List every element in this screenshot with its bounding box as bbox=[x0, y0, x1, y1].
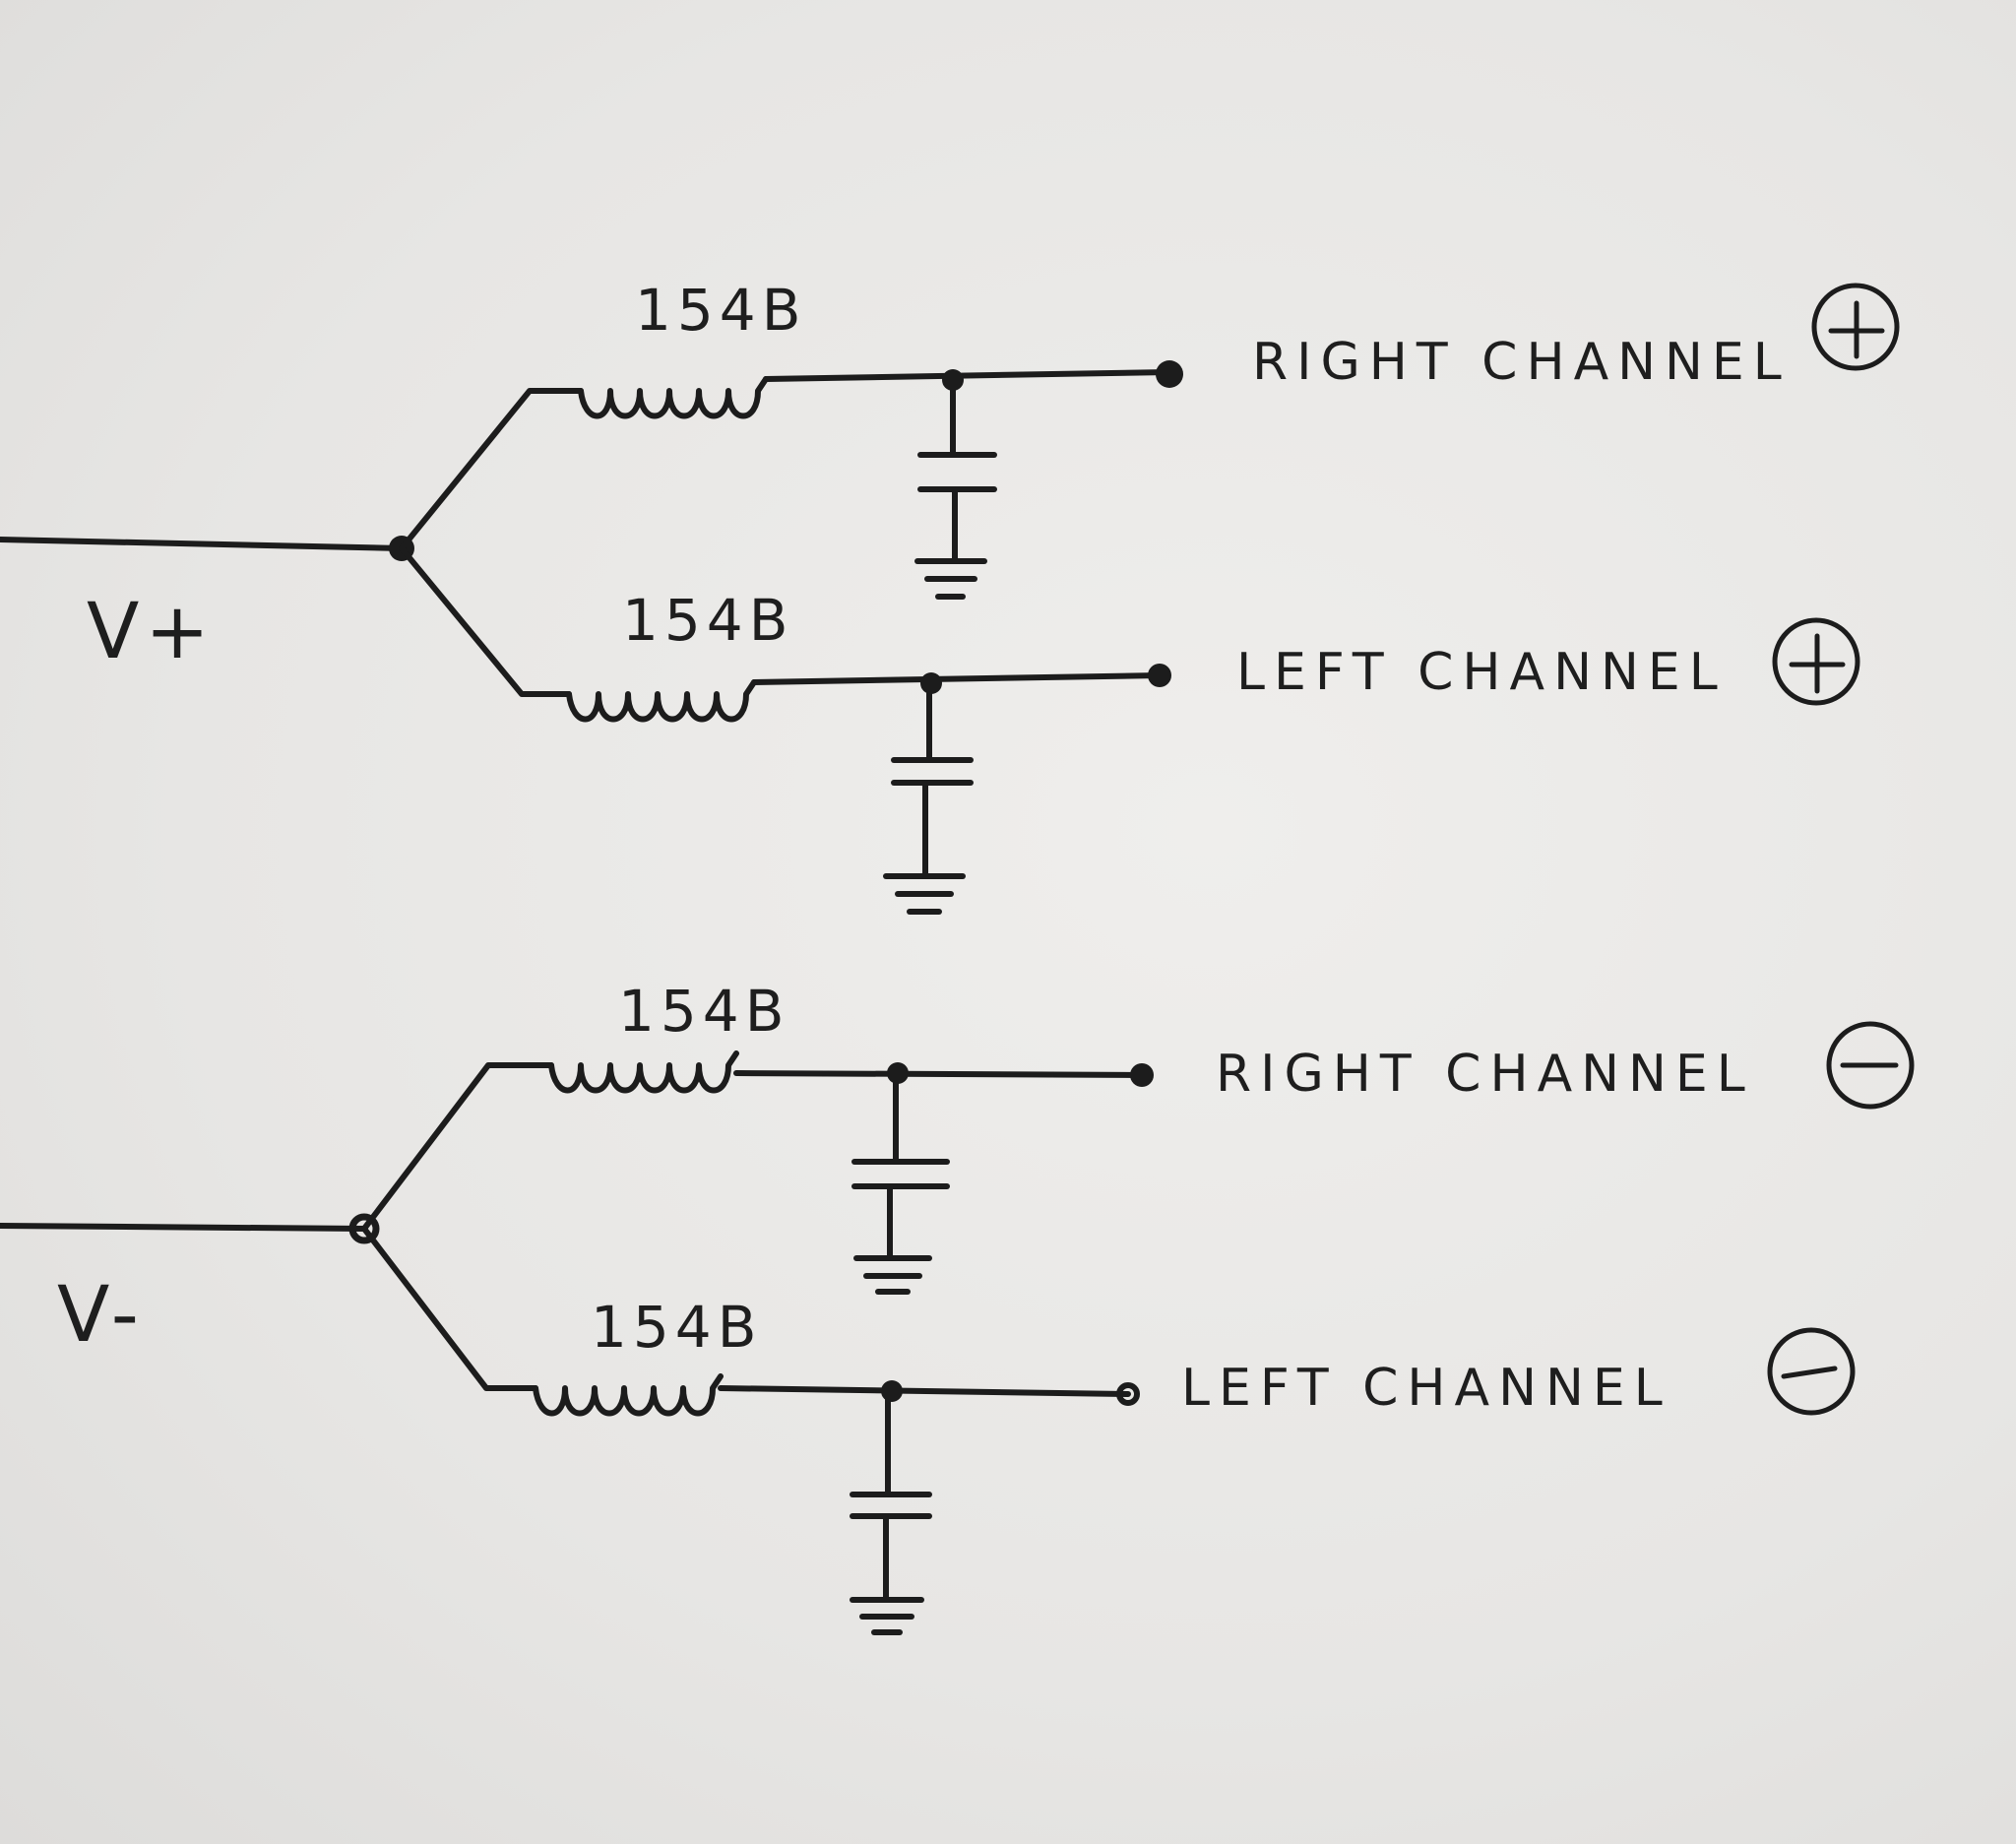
negative-input-wire bbox=[0, 1223, 367, 1232]
terminal-dot-icon bbox=[1116, 1382, 1140, 1406]
output-wire bbox=[751, 672, 1163, 685]
inductor-coil-icon bbox=[566, 679, 757, 723]
ground-icon bbox=[850, 1597, 924, 1635]
inductor-coil-icon bbox=[548, 1050, 739, 1094]
filter-left-plus: 154B LEFT CHANNEL + bbox=[399, 545, 1860, 915]
branch-wire bbox=[361, 1226, 538, 1391]
channel-label: LEFT CHANNEL bbox=[1236, 643, 1727, 702]
ground-icon bbox=[883, 873, 966, 915]
channel-label: RIGHT CHANNEL bbox=[1216, 1045, 1754, 1104]
ground-icon bbox=[853, 1255, 932, 1295]
plus-circle-icon: + bbox=[1811, 283, 1900, 371]
output-wire bbox=[718, 1385, 1131, 1397]
filter-right-plus: 154B RIGHT CHANNEL + bbox=[399, 277, 1900, 600]
inductor-label: 154B bbox=[591, 1294, 763, 1361]
output-wire bbox=[733, 1070, 1145, 1078]
channel-label: RIGHT CHANNEL bbox=[1252, 333, 1791, 392]
output-wire bbox=[763, 369, 1172, 382]
positive-input-wire bbox=[0, 537, 405, 551]
branch-wire bbox=[399, 545, 572, 697]
junction-node bbox=[881, 1380, 903, 1402]
inductor-coil-icon bbox=[533, 1373, 724, 1417]
filter-right-minus: 154B RIGHT CHANNEL - bbox=[361, 978, 1915, 1295]
channel-label: LEFT CHANNEL bbox=[1181, 1359, 1671, 1418]
positive-rail: V+ bbox=[0, 536, 414, 676]
positive-rail-label: V+ bbox=[87, 588, 216, 676]
minus-circle-icon: - bbox=[1767, 1327, 1856, 1416]
inductor-label: 154B bbox=[635, 277, 807, 344]
inductor-coil-icon bbox=[578, 376, 769, 419]
inductor-label: 154B bbox=[618, 978, 790, 1045]
terminal-dot-icon bbox=[1156, 360, 1183, 388]
negative-rail: V- bbox=[0, 1213, 380, 1360]
ground-icon bbox=[914, 558, 987, 600]
branch-wire bbox=[361, 1062, 554, 1232]
terminal-dot-icon bbox=[1130, 1063, 1154, 1087]
negative-split-node bbox=[348, 1213, 380, 1244]
inductor-label: 154B bbox=[622, 587, 794, 654]
terminal-dot-icon bbox=[1148, 664, 1171, 687]
branch-wire bbox=[399, 388, 584, 551]
filter-left-minus: 154B LEFT CHANNEL - bbox=[361, 1226, 1856, 1635]
plus-circle-icon: + bbox=[1772, 617, 1860, 706]
minus-circle-icon: - bbox=[1826, 1021, 1915, 1110]
negative-rail-label: V- bbox=[57, 1271, 145, 1360]
